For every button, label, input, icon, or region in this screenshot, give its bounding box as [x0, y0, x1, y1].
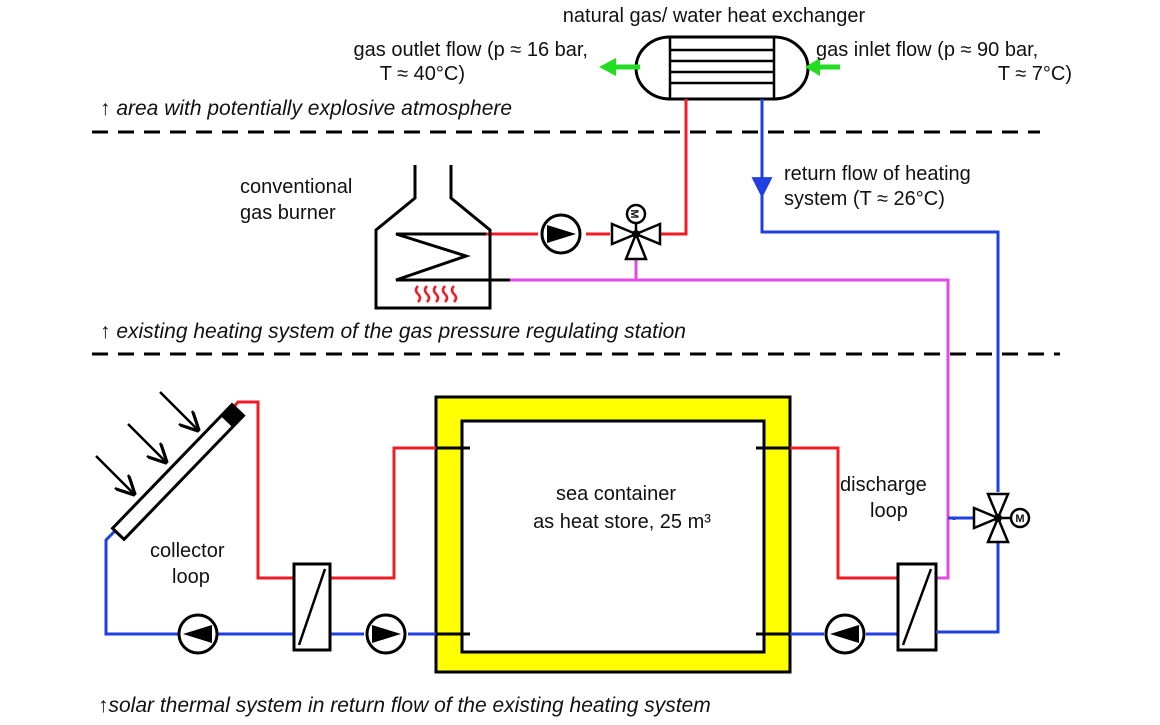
collector-supply-line — [222, 400, 294, 580]
discharge-label-line1: discharge — [840, 474, 927, 496]
motor-icon — [625, 203, 647, 225]
charge-supply-line — [330, 446, 436, 580]
flame-icon — [414, 285, 458, 303]
zone-solar-label: ↑solar thermal system in return flow of … — [98, 694, 711, 717]
three-way-valve-icon: M — [610, 203, 662, 261]
store-label-line2: as heat store, 25 m³ — [533, 511, 711, 533]
discharge-heat-exchanger-icon — [896, 562, 938, 652]
discharge-valve-motor-label: M — [1015, 513, 1024, 525]
supply-line-exchanger — [656, 99, 688, 236]
mixed-return-line — [510, 278, 950, 580]
sun-ray-arrows-icon — [95, 391, 198, 494]
store-label-line1: sea container — [556, 483, 676, 505]
gas-outlet-arrow-icon — [599, 58, 640, 76]
collector-label-line1: collector — [150, 540, 225, 562]
gas-outlet-label-line1: gas outlet flow (p ≈ 16 bar, — [354, 39, 588, 61]
burner-pump-icon — [540, 213, 582, 255]
solar-collector-icon — [110, 402, 246, 542]
gas-water-heat-exchanger-icon — [634, 35, 810, 101]
collector-return-line-2 — [104, 520, 178, 636]
zone-explosive-label: ↑ area with potentially explosive atmosp… — [100, 97, 512, 120]
gas-inlet-label-line1: gas inlet flow (p ≈ 90 bar, — [816, 39, 1038, 61]
plate-heat-exchanger-icon — [292, 562, 332, 652]
gas-inlet-arrow-icon — [805, 58, 840, 76]
burner-label-line2: gas burner — [240, 202, 336, 224]
heat-exchanger-title: natural gas/ water heat exchanger — [563, 5, 866, 27]
discharge-motor-icon — [1009, 507, 1031, 529]
gas-inlet-label-line2: T ≈ 7°C) — [998, 63, 1072, 85]
valve-bypass-line — [952, 516, 974, 520]
collector-label-line2: loop — [172, 566, 210, 588]
return-flow-label-line1: return flow of heating — [784, 163, 971, 185]
valve-motor-label: M — [628, 209, 640, 218]
burner-label-line1: conventional — [240, 176, 352, 198]
discharge-supply-line — [790, 446, 898, 580]
discharge-pump-icon — [824, 613, 866, 655]
gas-burner-icon — [374, 165, 510, 310]
charge-pump-icon — [365, 613, 407, 655]
gas-outlet-label-line2: T ≈ 40°C) — [380, 63, 465, 85]
heat-store-container — [434, 395, 792, 674]
network-return-line — [936, 542, 1000, 634]
return-flow-label-line2: system (T ≈ 26°C) — [784, 188, 945, 210]
return-line-heating-system — [760, 99, 1000, 492]
discharge-three-way-valve-icon: M — [972, 492, 1031, 544]
collector-pump-icon — [177, 613, 219, 655]
zone-existing-label: ↑ existing heating system of the gas pre… — [100, 320, 686, 343]
discharge-label-line2: loop — [870, 500, 908, 522]
